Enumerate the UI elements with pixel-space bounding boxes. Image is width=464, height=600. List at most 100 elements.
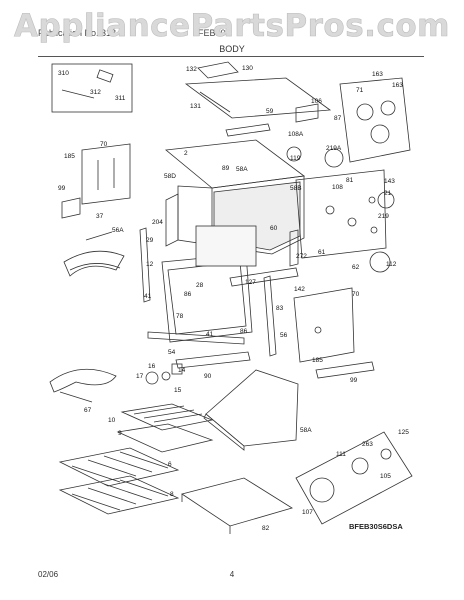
part-callout: 119 (290, 155, 301, 162)
part-callout: 112 (386, 261, 397, 268)
part-callout: 58D (164, 173, 176, 180)
fan-cover-part (309, 477, 335, 503)
part-callout: 106 (311, 98, 322, 105)
trim-strip-part (225, 123, 271, 137)
rear-panel-part (339, 77, 411, 163)
oven-liner-part (205, 369, 299, 447)
part-callout: 142 (294, 286, 305, 293)
part-callout: 56A (112, 227, 124, 234)
wire-part (61, 89, 95, 99)
switch-part (295, 103, 319, 123)
part-callout: 62 (352, 264, 360, 271)
publication-number: Publication No. 318 (38, 28, 117, 38)
broil-element-part (63, 250, 125, 277)
header-rule (38, 56, 424, 57)
lower-trim-part (147, 331, 245, 345)
part-callout: 99 (350, 377, 358, 384)
part-callout: 54 (168, 349, 176, 356)
part-callout: 107 (302, 509, 313, 516)
broil-pan-insert (120, 403, 214, 431)
part-callout: 311 (115, 95, 126, 102)
part-callout: 12 (146, 261, 154, 268)
part-callout: 132 (186, 66, 197, 73)
part-callout: 6 (168, 461, 172, 468)
part-callout: 59 (266, 108, 274, 115)
part-callout: 71 (356, 87, 364, 94)
part-callout: 21 (384, 190, 392, 197)
page-number: 4 (229, 570, 235, 579)
section-title: BODY (219, 44, 245, 54)
fan-blade-part (351, 457, 369, 475)
part-callout: 58A (236, 166, 248, 173)
fan-part (369, 251, 391, 273)
diagram-code: BFEB30S6DSA (349, 522, 403, 531)
oven-top-panel (165, 139, 306, 189)
part-callout: 78 (176, 313, 184, 320)
part-callout: 86 (184, 291, 192, 298)
bottom-tray-part (181, 477, 293, 527)
part-callout: 17 (136, 373, 144, 380)
part-callout: 70 (100, 141, 108, 148)
part-callout: 28 (196, 282, 204, 289)
part-callout: 185 (64, 153, 75, 160)
part-callout: 204 (152, 219, 163, 226)
side-strip-part (139, 227, 151, 303)
part-callout: 99 (58, 185, 66, 192)
part-callout: 58B (290, 185, 302, 192)
part-callout: 37 (96, 213, 104, 220)
bracket-part (96, 69, 114, 83)
model-number: FEB30S (198, 28, 232, 38)
bake-element-part (49, 368, 117, 393)
part-callout: 86 (240, 328, 248, 335)
oven-rack-upper (58, 447, 180, 487)
part-callout: 143 (384, 178, 395, 185)
part-callout: 58A (300, 427, 312, 434)
part-callout: 41 (206, 331, 214, 338)
part-callout: 87 (334, 115, 342, 122)
control-bracket-part (295, 169, 387, 259)
top-cover-part (197, 61, 239, 79)
part-callout: 163 (372, 71, 383, 78)
broil-pan (116, 423, 214, 453)
part-callout: 163 (392, 82, 403, 89)
part-callout: 8 (170, 491, 174, 498)
part-callout: 2 (184, 150, 188, 157)
part-callout: 272 (296, 253, 307, 260)
part-callout: 81 (346, 177, 354, 184)
part-callout: 185 (312, 357, 323, 364)
side-panel-left (81, 143, 131, 205)
part-callout: 60 (270, 225, 278, 232)
part-callout: 83 (276, 305, 284, 312)
part-callout: 67 (84, 407, 92, 414)
part-callout: 312 (90, 89, 101, 96)
part-callout: 105 (380, 473, 391, 480)
part-callout: 89 (222, 165, 230, 172)
part-callout: 29 (146, 237, 154, 244)
part-callout: 70 (352, 291, 360, 298)
inset-box (51, 63, 133, 113)
part-callout: 108 (332, 184, 343, 191)
part-callout: 111 (336, 451, 346, 458)
part-callout: 9 (118, 430, 122, 437)
part-callout: 310 (58, 70, 69, 77)
part-callout: 10 (108, 417, 116, 424)
oven-rack-lower (58, 475, 180, 515)
part-callout: 15 (174, 387, 182, 394)
part-callout: 125 (398, 429, 409, 436)
part-callout: 219A (326, 145, 342, 152)
part-callout: 56 (280, 332, 288, 339)
part-callout: 130 (242, 65, 253, 72)
part-callout: 82 (262, 525, 270, 532)
part-callout: 219 (378, 213, 389, 220)
convection-inset (295, 431, 413, 525)
side-panel-right (293, 287, 355, 363)
part-callout: 61 (318, 249, 326, 256)
part-callout: 263 (362, 441, 373, 448)
part-callout: 127 (245, 279, 256, 286)
vent-duct-part (184, 77, 332, 119)
part-callout: 16 (148, 363, 156, 370)
part-callout: 131 (190, 103, 201, 110)
part-callout: 14 (178, 367, 186, 374)
part-callout: 41 (144, 293, 152, 300)
